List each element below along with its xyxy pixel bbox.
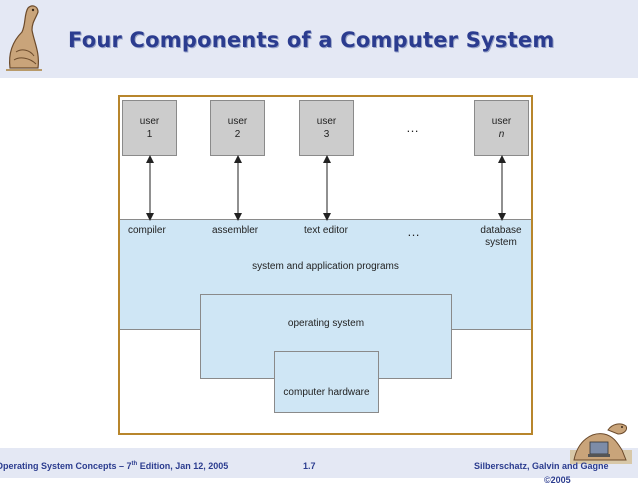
hardware-layer <box>274 351 379 413</box>
programs-ellipsis: … <box>407 224 421 239</box>
user-program-arrows <box>146 155 506 221</box>
program-assembler: assembler <box>212 225 259 236</box>
user-box-1: user 1 <box>122 100 177 156</box>
user-label: user <box>491 116 512 127</box>
slide-title: Four Components of a Computer System <box>68 28 555 52</box>
user-label: user <box>227 116 248 127</box>
footer-credits: Silberschatz, Galvin and Gagne ©2005 <box>474 459 632 487</box>
footer-book-title: Operating System Concepts – 7th Edition,… <box>0 461 228 471</box>
users-ellipsis: … <box>406 120 420 135</box>
operating-system-label: operating system <box>287 318 365 329</box>
user-number: 2 <box>234 129 241 140</box>
user-label: user <box>316 116 337 127</box>
user-box-3: user 3 <box>299 100 354 156</box>
hardware-label: computer hardware <box>283 387 370 398</box>
footer-page-number: 1.7 <box>303 461 316 471</box>
program-compiler: compiler <box>128 225 166 236</box>
dinosaur-laptop-illustration <box>570 423 632 464</box>
program-text-editor: text editor <box>304 225 348 236</box>
footer-authors: Silberschatz, Galvin and Gagne <box>474 461 609 471</box>
user-number: 1 <box>146 129 153 140</box>
footer-band <box>0 448 638 478</box>
system-programs-label: system and application programs <box>252 261 399 272</box>
footer-book: Operating System Concepts – 7 <box>0 461 132 471</box>
footer-edition-sup: th <box>131 461 138 467</box>
diagram-frame: user 1 user 2 user 3 … user n compiler a… <box>118 95 533 435</box>
dinosaur-illustration <box>6 5 42 71</box>
footer-copyright: ©2005 <box>544 475 571 485</box>
user-number: n <box>498 129 505 140</box>
user-box-n: user n <box>474 100 529 156</box>
user-label: user <box>139 116 160 127</box>
footer-edition-rest: Edition, Jan 12, 2005 <box>137 461 229 471</box>
user-number: 3 <box>323 129 330 140</box>
header-band <box>0 0 638 78</box>
program-database-system: database system <box>480 225 522 248</box>
